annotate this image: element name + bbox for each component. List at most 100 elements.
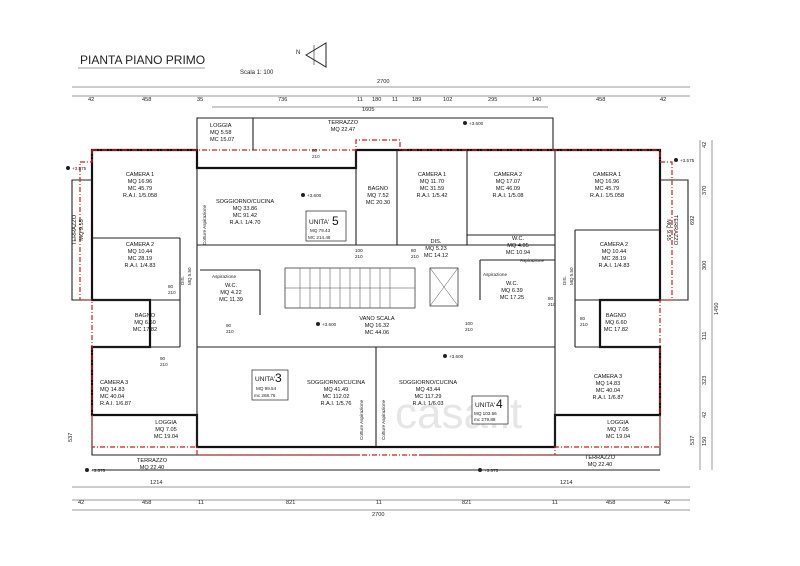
- svg-text:210: 210: [160, 362, 168, 367]
- svg-text:210: 210: [411, 254, 419, 259]
- svg-text:537: 537: [690, 436, 696, 445]
- svg-text:210: 210: [226, 329, 234, 334]
- room-camera1-mid: CAMERA 1 MQ 11.70 MC 31.59 R.A.I. 1/5.42: [416, 172, 447, 199]
- svg-text:MQ 6.60: MQ 6.60: [134, 320, 155, 326]
- svg-text:210: 210: [355, 254, 363, 259]
- svg-text:DIS.: DIS.: [562, 276, 567, 285]
- svg-text:MQ 79.43: MQ 79.43: [310, 228, 331, 233]
- svg-text:42: 42: [702, 142, 708, 148]
- svg-text:CAMERA 2: CAMERA 2: [126, 242, 154, 248]
- svg-text:11: 11: [392, 97, 398, 103]
- svg-text:R.A.I. 1/4.70: R.A.I. 1/4.70: [229, 220, 260, 226]
- svg-text:LOGGIA: LOGGIA: [210, 123, 232, 129]
- svg-text:11: 11: [357, 97, 363, 103]
- svg-text:MC 28.19: MC 28.19: [128, 256, 152, 262]
- svg-text:+3.575: +3.575: [484, 468, 499, 473]
- svg-text:MQ 10.44: MQ 10.44: [128, 249, 153, 255]
- svg-text:SOGGIORNO/CUCINA: SOGGIORNO/CUCINA: [216, 199, 274, 205]
- door-labels: 80 210 90 210 100 210 80 210 80 210 100 …: [160, 148, 588, 367]
- right-dimensions: 42 370 692 300 1450 111 323 42 537 150: [690, 140, 720, 470]
- svg-text:MQ 6.60: MQ 6.60: [605, 320, 626, 326]
- svg-text:MQ 14.83: MQ 14.83: [596, 381, 621, 387]
- room-camera2-left: CAMERA 2 MQ 10.44 MC 28.19 R.A.I. 1/4.83: [124, 242, 155, 269]
- svg-text:CAMERA 2: CAMERA 2: [600, 242, 628, 248]
- room-terrazzo-left: TERRAZZO MQ 9.55: [72, 214, 85, 245]
- svg-text:R.A.I. 1/5.42: R.A.I. 1/5.42: [416, 193, 447, 199]
- svg-text:UNITA': UNITA': [475, 402, 495, 409]
- svg-text:5: 5: [332, 214, 339, 228]
- svg-text:90: 90: [226, 323, 232, 328]
- svg-text:CAMERA 3: CAMERA 3: [594, 374, 622, 380]
- svg-text:MC 15.07: MC 15.07: [210, 137, 234, 143]
- svg-text:80: 80: [548, 296, 554, 301]
- svg-text:MC 11.39: MC 11.39: [219, 297, 243, 303]
- svg-text:MC 46.09: MC 46.09: [496, 186, 520, 192]
- svg-text:210: 210: [312, 154, 320, 159]
- room-camera2-mid: CAMERA 2 MQ 17.07 MC 46.09 R.A.I. 1/5.08: [492, 172, 523, 199]
- svg-text:210: 210: [548, 302, 556, 307]
- svg-text:R.A.I. 1/5.058: R.A.I. 1/5.058: [123, 193, 157, 199]
- room-soggiorno-u3: SOGGIORNO/CUCINA MQ 41.49 MC 112.02 R.A.…: [307, 380, 365, 407]
- svg-text:MC 91.42: MC 91.42: [233, 213, 257, 219]
- svg-text:MC 20.30: MC 20.30: [366, 200, 390, 206]
- room-camera1-left: CAMERA 1 MQ 16.96 MC 45.79 R.A.I. 1/5.05…: [123, 172, 157, 199]
- svg-text:210: 210: [465, 327, 473, 332]
- svg-text:MC 44.06: MC 44.06: [365, 330, 389, 336]
- svg-text:Cotture Aspirazione: Cotture Aspirazione: [359, 399, 364, 440]
- svg-text:821: 821: [462, 500, 471, 506]
- svg-text:TERRAZZO: TERRAZZO: [72, 214, 78, 245]
- north-arrow-icon: N: [296, 42, 327, 68]
- svg-text:MQ 4.22: MQ 4.22: [220, 290, 241, 296]
- svg-text:Aspirazione: Aspirazione: [520, 258, 544, 263]
- svg-text:111: 111: [702, 331, 708, 340]
- svg-text:BAGNO: BAGNO: [368, 186, 389, 192]
- svg-text:MQ 16.96: MQ 16.96: [128, 179, 153, 185]
- room-bagno-u5: BAGNO MQ 7.52 MC 20.30: [366, 186, 390, 206]
- svg-text:Cotture Aspirazione: Cotture Aspirazione: [381, 399, 386, 440]
- svg-text:MQ 43.44: MQ 43.44: [416, 387, 441, 393]
- svg-text:370: 370: [702, 186, 708, 195]
- svg-text:R.A.I. 1/5.76: R.A.I. 1/5.76: [320, 401, 351, 407]
- svg-text:R.A.I. 1/4.83: R.A.I. 1/4.83: [598, 263, 629, 269]
- svg-text:MQ 10.44: MQ 10.44: [602, 249, 627, 255]
- svg-text:R.A.I. 1/6.87: R.A.I. 1/6.87: [592, 395, 623, 401]
- svg-text:4: 4: [496, 397, 503, 411]
- svg-text:+3.575: +3.575: [72, 166, 87, 171]
- plan-title: PIANTA PIANO PRIMO: [80, 53, 205, 67]
- svg-text:Aspirazione: Aspirazione: [483, 272, 507, 277]
- svg-text:323: 323: [702, 376, 708, 385]
- svg-text:+3.600: +3.600: [307, 193, 322, 198]
- svg-text:CAMERA 3: CAMERA 3: [100, 380, 128, 386]
- svg-text:MC 19.04: MC 19.04: [154, 434, 178, 440]
- svg-text:TERRAZZO: TERRAZZO: [137, 458, 168, 464]
- left-dimensions: 537: [68, 433, 74, 442]
- svg-text:+3.600: +3.600: [469, 121, 484, 126]
- svg-text:MQ 11.70: MQ 11.70: [420, 179, 444, 185]
- svg-text:100: 100: [465, 321, 473, 326]
- svg-text:102: 102: [443, 97, 452, 103]
- svg-text:MQ 41.49: MQ 41.49: [324, 387, 349, 393]
- svg-text:+3.575: +3.575: [680, 158, 695, 163]
- svg-text:MC 117.29: MC 117.29: [415, 394, 442, 400]
- svg-text:80: 80: [580, 316, 586, 321]
- svg-text:2700: 2700: [377, 79, 389, 85]
- svg-text:MQ 5.23: MQ 5.23: [425, 246, 446, 252]
- svg-text:MC 31.59: MC 31.59: [420, 186, 444, 192]
- svg-text:CAMERA 1: CAMERA 1: [418, 172, 446, 178]
- svg-text:TERRAZZO: TERRAZZO: [585, 455, 616, 461]
- svg-text:BAGNO: BAGNO: [606, 313, 627, 319]
- room-camera1-right: CAMERA 1 MQ 16.96 MC 45.79 R.A.I. 1/5.05…: [590, 172, 624, 199]
- room-bagno-left: BAGNO MQ 6.60 MC 17.82: [133, 313, 157, 333]
- svg-text:CAMERA 1: CAMERA 1: [126, 172, 154, 178]
- svg-text:+3.600: +3.600: [322, 322, 337, 327]
- svg-text:MC 214.46: MC 214.46: [308, 235, 331, 240]
- svg-text:MQ 5.50: MQ 5.50: [569, 267, 574, 285]
- svg-text:1450: 1450: [714, 303, 720, 315]
- svg-text:2700: 2700: [372, 512, 384, 518]
- room-camera3-right: CAMERA 3 MQ 14.83 MC 40.04 R.A.I. 1/6.87: [592, 374, 623, 401]
- room-terrazzo-right: TERRAZZO MQ 9.55: [665, 215, 678, 246]
- svg-text:TERRAZZO: TERRAZZO: [328, 120, 359, 126]
- svg-text:R.A.I. 1/6.03: R.A.I. 1/6.03: [412, 401, 443, 407]
- svg-text:3: 3: [275, 371, 282, 385]
- property-boundary: [79, 139, 673, 456]
